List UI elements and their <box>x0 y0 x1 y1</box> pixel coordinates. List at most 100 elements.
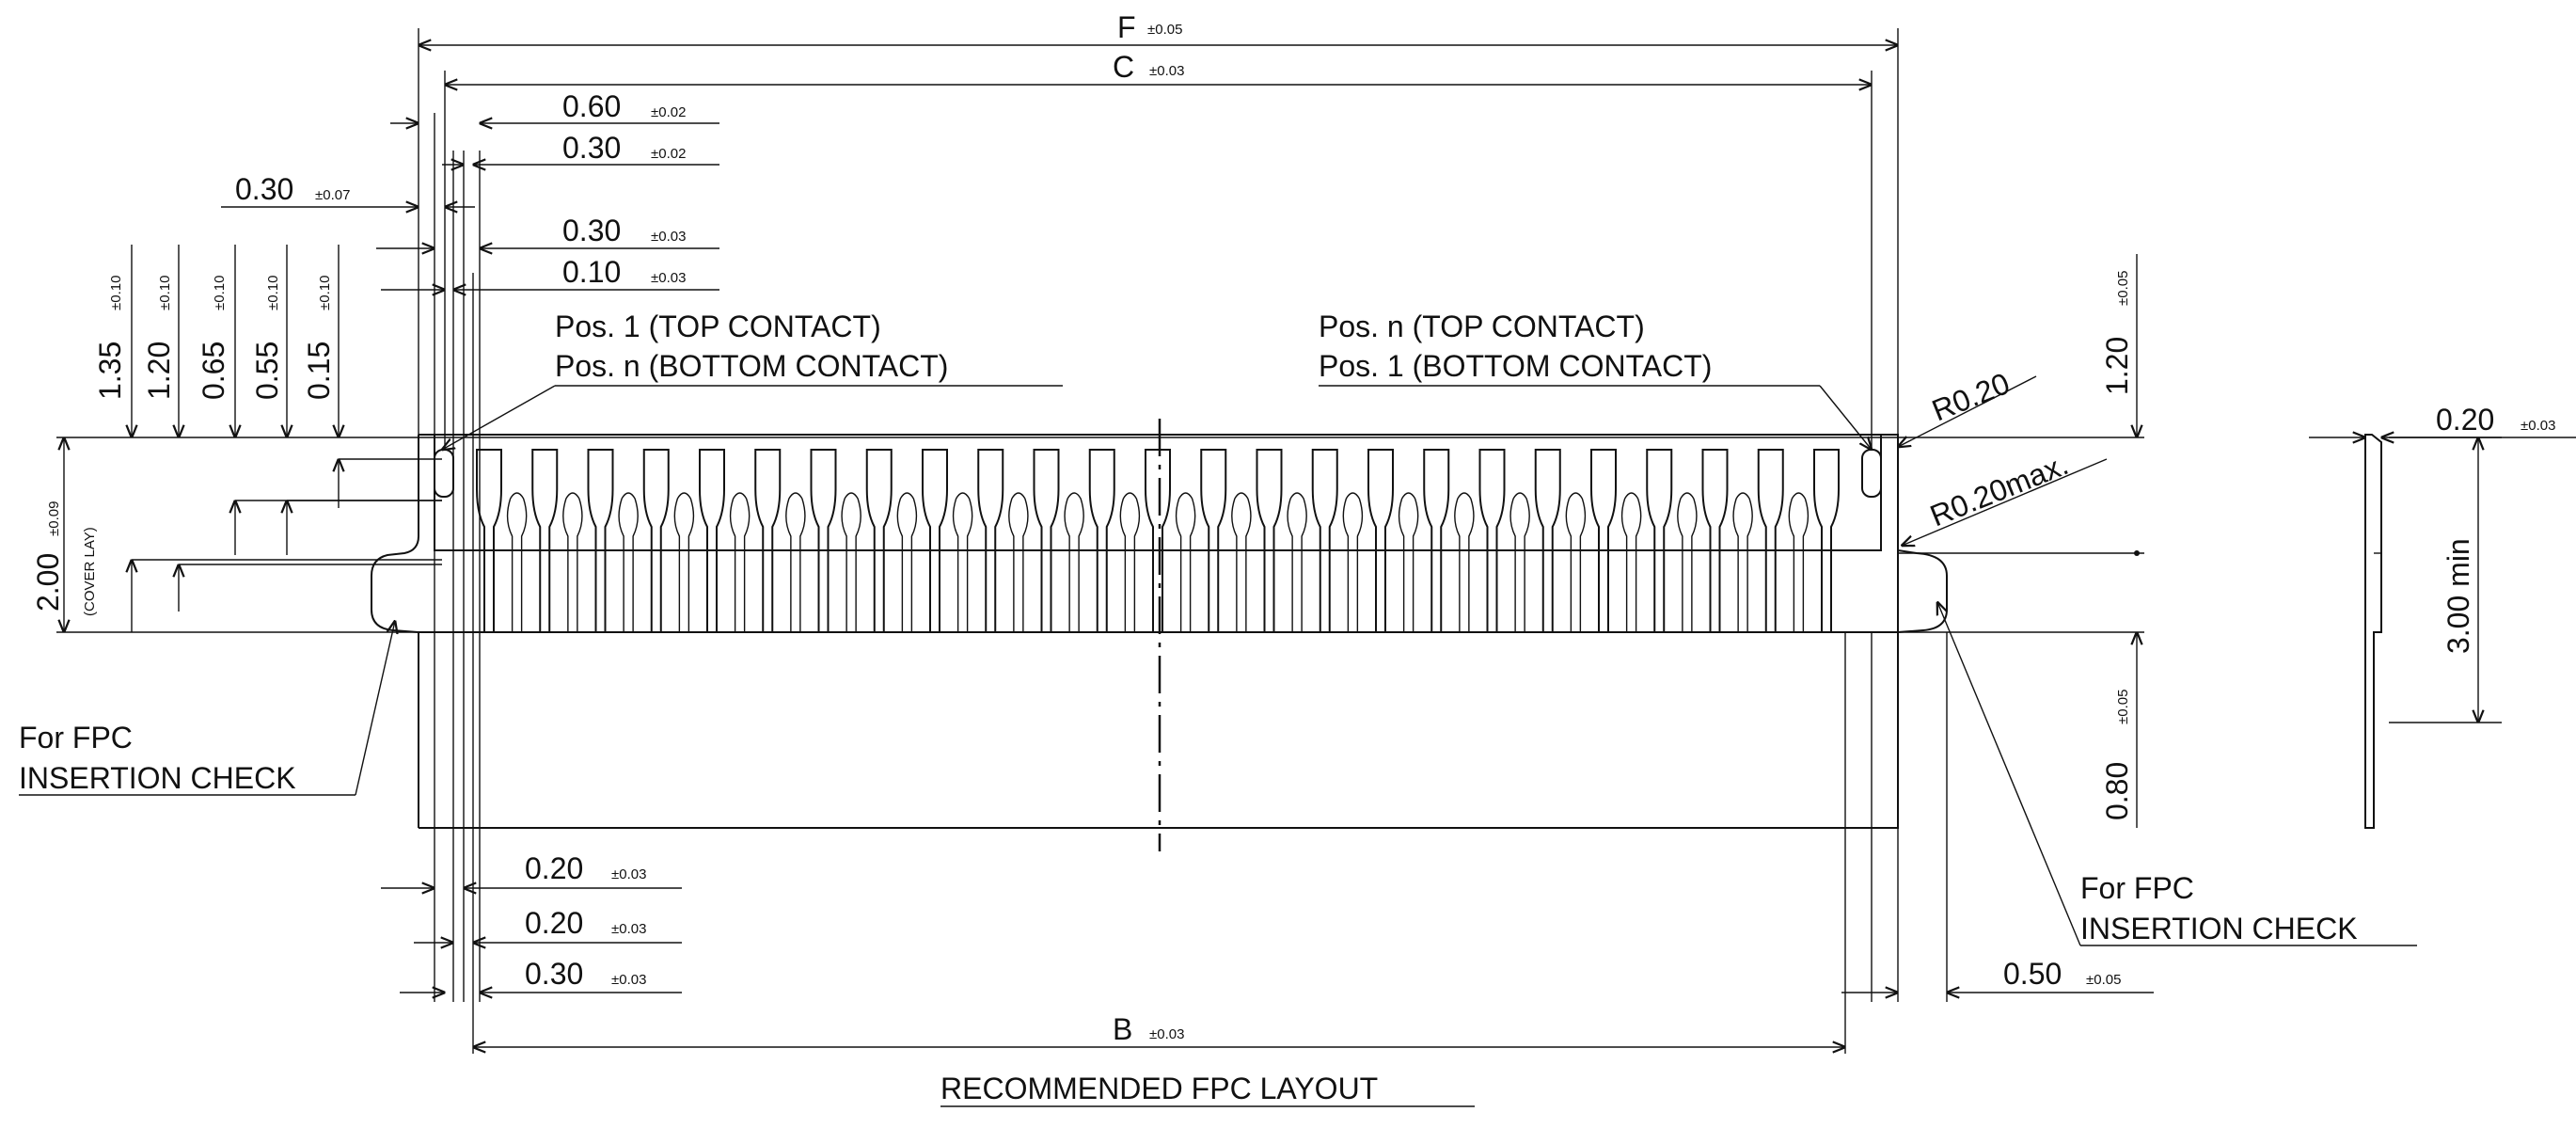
dim-bot-020a-value: 0.20 <box>525 851 583 885</box>
dim-left-030-value: 0.30 <box>235 172 293 206</box>
bottom-contact-trace <box>1677 492 1698 632</box>
dim-bot-030-value: 0.30 <box>525 957 583 991</box>
bottom-contact-trace <box>729 492 751 632</box>
contact-pad <box>922 449 948 633</box>
contact-pad <box>1367 449 1394 633</box>
contact-pad <box>1590 449 1617 633</box>
contact-pad <box>1423 449 1450 633</box>
contact-pad <box>977 449 1004 633</box>
contact-pad <box>642 449 670 633</box>
bottom-contact-trace <box>673 492 695 632</box>
dim-top-060: 0.60 ±0.02 <box>390 89 719 123</box>
contact-pad <box>1311 449 1338 633</box>
dim-C-tol: ±0.03 <box>1149 63 1184 79</box>
contact-pad <box>531 449 559 633</box>
dim-side-020-tol: ±0.03 <box>2521 418 2555 434</box>
contact-pad <box>699 449 725 633</box>
right-vertical-dims: 1.20 ±0.05 0.80 ±0.05 <box>2100 254 2140 828</box>
bottom-contact-trace <box>1342 492 1364 632</box>
bottom-contact-trace <box>1788 492 1810 632</box>
bottom-contact-trace <box>1732 492 1753 632</box>
insertion-check-left-line1: For FPC <box>19 721 133 755</box>
dim-bot-020b-tol: ±0.03 <box>611 921 646 937</box>
radius-callouts: R0.20 R0.20max. <box>1898 366 2108 546</box>
dim-top-010: 0.10 ±0.03 <box>381 255 719 290</box>
insertion-check-left-line2: INSERTION CHECK <box>19 761 296 795</box>
bottom-contact-trace <box>562 492 583 632</box>
end-pads <box>434 449 1882 498</box>
dim-right-120-tol: ±0.05 <box>2115 271 2131 306</box>
bottom-contact-trace <box>618 492 639 632</box>
dim-v-200-sub: (COVER LAY) <box>82 527 98 616</box>
dim-top-010-tol: ±0.03 <box>651 270 686 286</box>
dim-top-030b-tol: ±0.03 <box>651 229 686 245</box>
pos-left-line1: Pos. 1 (TOP CONTACT) <box>555 310 881 343</box>
dim-F-tol: ±0.05 <box>1147 22 1182 38</box>
dim-right-080-value: 0.80 <box>2100 762 2134 820</box>
contact-pad <box>810 449 837 633</box>
contact-pad <box>1478 449 1506 633</box>
dim-v-065-tol: ±0.10 <box>212 276 228 310</box>
dim-v-015-value: 0.15 <box>302 342 336 400</box>
dim-B-tol: ±0.03 <box>1149 1026 1184 1042</box>
bottom-contact-trace <box>785 492 806 632</box>
dim-top-060-value: 0.60 <box>562 89 621 123</box>
insertion-check-right-line1: For FPC <box>2080 871 2194 905</box>
pos-left-callout: Pos. 1 (TOP CONTACT) Pos. n (BOTTOM CONT… <box>442 310 1063 450</box>
bottom-contact-trace <box>1287 492 1307 632</box>
dim-bot-020a-tol: ±0.03 <box>611 866 646 882</box>
dim-F-label: F <box>1117 10 1136 44</box>
dim-side-020-value: 0.20 <box>2436 403 2494 437</box>
contact-pad <box>1088 449 1115 633</box>
dim-left-030-tol: ±0.07 <box>315 187 350 203</box>
bottom-contact-trace <box>1231 492 1252 632</box>
dim-v-120-tol: ±0.10 <box>157 276 173 310</box>
bottom-contact-trace <box>1509 492 1530 632</box>
dim-bot-030-tol: ±0.03 <box>611 972 646 988</box>
contact-pad <box>1033 449 1060 633</box>
insertion-check-right-line2: INSERTION CHECK <box>2080 912 2358 945</box>
bottom-contact-trace <box>1175 492 1196 632</box>
dim-B: B ±0.03 <box>473 1012 1845 1047</box>
bottom-contact-trace <box>952 492 973 632</box>
drawing-title-text: RECOMMENDED FPC LAYOUT <box>940 1072 1378 1105</box>
insertion-check-left: For FPC INSERTION CHECK <box>19 621 395 796</box>
dim-right-120-value: 1.20 <box>2100 337 2134 395</box>
contact-pad <box>865 449 893 633</box>
drawing-title: RECOMMENDED FPC LAYOUT <box>940 1072 1475 1107</box>
bottom-contact-trace <box>1620 492 1642 632</box>
extension-lines <box>418 28 1948 1054</box>
dim-side-300-value: 3.00 min <box>2442 538 2475 654</box>
dim-v-120-value: 1.20 <box>142 342 176 400</box>
dim-bot-050-tol: ±0.05 <box>2086 972 2121 988</box>
dim-v-065-value: 0.65 <box>197 342 230 400</box>
dim-top-030b: 0.30 ±0.03 <box>376 214 719 248</box>
pos-right-callout: Pos. n (TOP CONTACT) Pos. 1 (BOTTOM CONT… <box>1319 310 1872 450</box>
dim-bot-020b-value: 0.20 <box>525 906 583 940</box>
dim-top-030a-value: 0.30 <box>562 131 621 165</box>
dim-F: F ±0.05 <box>419 10 1898 45</box>
bottom-contact-trace <box>896 492 918 632</box>
dim-C: C ±0.03 <box>445 50 1872 85</box>
bottom-contact-trace <box>1398 492 1419 632</box>
dim-v-015-tol: ±0.10 <box>317 276 333 310</box>
dim-left-030: 0.30 ±0.07 <box>221 172 475 207</box>
pos-left-line2: Pos. n (BOTTOM CONTACT) <box>555 349 948 383</box>
contact-pad <box>1701 449 1729 633</box>
pos-right-line2: Pos. 1 (BOTTOM CONTACT) <box>1319 349 1712 383</box>
dim-v-055-value: 0.55 <box>250 342 284 400</box>
dim-top-060-tol: ±0.02 <box>651 104 686 120</box>
dim-top-010-value: 0.10 <box>562 255 621 289</box>
dim-v-055-tol: ±0.10 <box>265 276 281 310</box>
dim-v-135-value: 1.35 <box>93 342 127 400</box>
contact-pad <box>1757 449 1784 633</box>
contact-pad <box>1256 449 1283 633</box>
pos-right-line1: Pos. n (TOP CONTACT) <box>1319 310 1645 343</box>
contact-pad <box>1813 449 1840 633</box>
dim-top-030b-value: 0.30 <box>562 214 621 247</box>
insertion-check-right: For FPC INSERTION CHECK <box>1937 602 2417 946</box>
left-vertical-dims: 1.35 ±0.10 1.20 ±0.10 0.65 ±0.10 0.55 ±0… <box>31 245 442 632</box>
dim-top-030a: 0.30 ±0.02 <box>442 131 719 165</box>
dim-v-200-tol: ±0.09 <box>46 501 62 536</box>
